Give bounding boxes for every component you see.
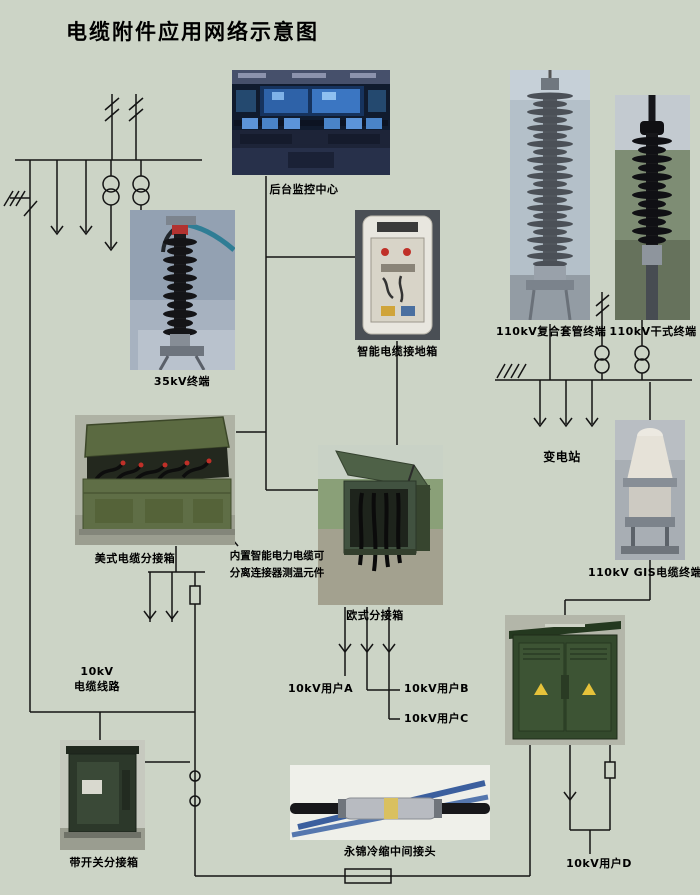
transformer-leads bbox=[110, 160, 142, 248]
american-box-feeders bbox=[30, 546, 205, 876]
substation-schematic bbox=[495, 292, 692, 615]
switch-tap-box-photo bbox=[60, 740, 145, 850]
bottom-left-links bbox=[30, 711, 195, 740]
switchgear-cabinet-photo bbox=[505, 615, 625, 745]
american-tap-box-label: 美式电缆分接箱 bbox=[94, 552, 176, 565]
joint-symbol bbox=[344, 868, 392, 884]
arrow-icon bbox=[50, 225, 93, 236]
terminal-35kv-label: 35kV终端 bbox=[153, 375, 211, 388]
source-network-left bbox=[3, 94, 202, 712]
switch-tap-box-label: 带开关分接箱 bbox=[69, 856, 139, 869]
monitoring-center-label: 后台监控中心 bbox=[269, 183, 339, 196]
feeder-drops bbox=[529, 745, 611, 876]
feeder-drops bbox=[56, 160, 87, 232]
switch-slash-icon bbox=[23, 200, 38, 217]
transformer-symbol bbox=[594, 345, 650, 374]
ground-hatch-icon bbox=[3, 190, 30, 207]
feeder-slash-icon bbox=[595, 294, 650, 317]
cable-line-label-l2: 电缆线路 bbox=[74, 680, 120, 693]
user-d-label: 10kV用户D bbox=[566, 857, 632, 870]
substation-label: 变电站 bbox=[543, 450, 581, 464]
smart-grounding-box-photo bbox=[355, 210, 440, 340]
incoming-feeder-lines bbox=[111, 94, 137, 160]
transformer-leads bbox=[549, 324, 643, 380]
bottom-right-feeders bbox=[529, 745, 616, 876]
arrow-icon bbox=[533, 417, 599, 428]
european-tap-box-photo bbox=[318, 445, 443, 605]
composite-bushing-label: 110kV复合套管终端 bbox=[496, 325, 607, 338]
monitoring-center-photo bbox=[232, 70, 390, 175]
gis-cable-line bbox=[564, 382, 651, 615]
fuse-symbol bbox=[189, 585, 201, 605]
user-c-label: 10kV用户C bbox=[404, 712, 469, 725]
dry-terminal-photo bbox=[615, 95, 690, 320]
arrow-icon bbox=[143, 610, 179, 621]
european-box-feeders bbox=[338, 607, 400, 720]
european-tap-box-label: 欧式分接箱 bbox=[346, 609, 404, 622]
feeder-drops bbox=[344, 607, 400, 720]
bottom-cable-run bbox=[195, 868, 530, 884]
monitoring-link-line bbox=[236, 176, 355, 491]
connector-ring-icon bbox=[189, 795, 201, 807]
note-line-2: 分离连接器测温元件 bbox=[229, 567, 325, 579]
cold-shrink-joint-photo bbox=[290, 765, 490, 840]
american-tap-box-photo bbox=[75, 415, 235, 545]
connector-ring-icon bbox=[189, 770, 201, 782]
cable-line-label: 10kV 电缆线路 bbox=[62, 664, 132, 694]
cold-shrink-joint-label: 永锦冷缩中间接头 bbox=[344, 845, 436, 858]
smart-grounding-box-label: 智能电缆接地箱 bbox=[357, 345, 438, 358]
user-a-label: 10kV用户A bbox=[288, 682, 354, 695]
smart-connector-note: 内置智能电力电缆可 分离连接器测温元件 bbox=[222, 548, 332, 582]
arrow-icon bbox=[104, 241, 118, 252]
gis-terminal-photo bbox=[615, 420, 685, 560]
transformer-symbol bbox=[102, 175, 150, 206]
note-line-1: 内置智能电力电缆可 bbox=[229, 550, 325, 562]
feeder-drops bbox=[148, 546, 205, 622]
feeder-slash-icon bbox=[104, 97, 144, 122]
dry-terminal-label: 110kV干式终端 bbox=[609, 325, 697, 338]
cable-line-label-l1: 10kV bbox=[80, 665, 114, 678]
user-b-label: 10kV用户B bbox=[404, 682, 470, 695]
ground-hatch-icon bbox=[496, 363, 527, 379]
feeder-drops bbox=[539, 380, 593, 424]
arrow-icon bbox=[563, 791, 577, 802]
page-title: 电缆附件应用网络示意图 bbox=[66, 20, 319, 44]
gis-terminal-label: 110kV GIS电缆终端 bbox=[588, 566, 700, 579]
arrow-icon bbox=[338, 643, 396, 654]
fuse-symbol bbox=[604, 761, 616, 779]
terminal-35kv-photo bbox=[130, 210, 235, 370]
composite-bushing-terminal-photo bbox=[510, 70, 590, 320]
